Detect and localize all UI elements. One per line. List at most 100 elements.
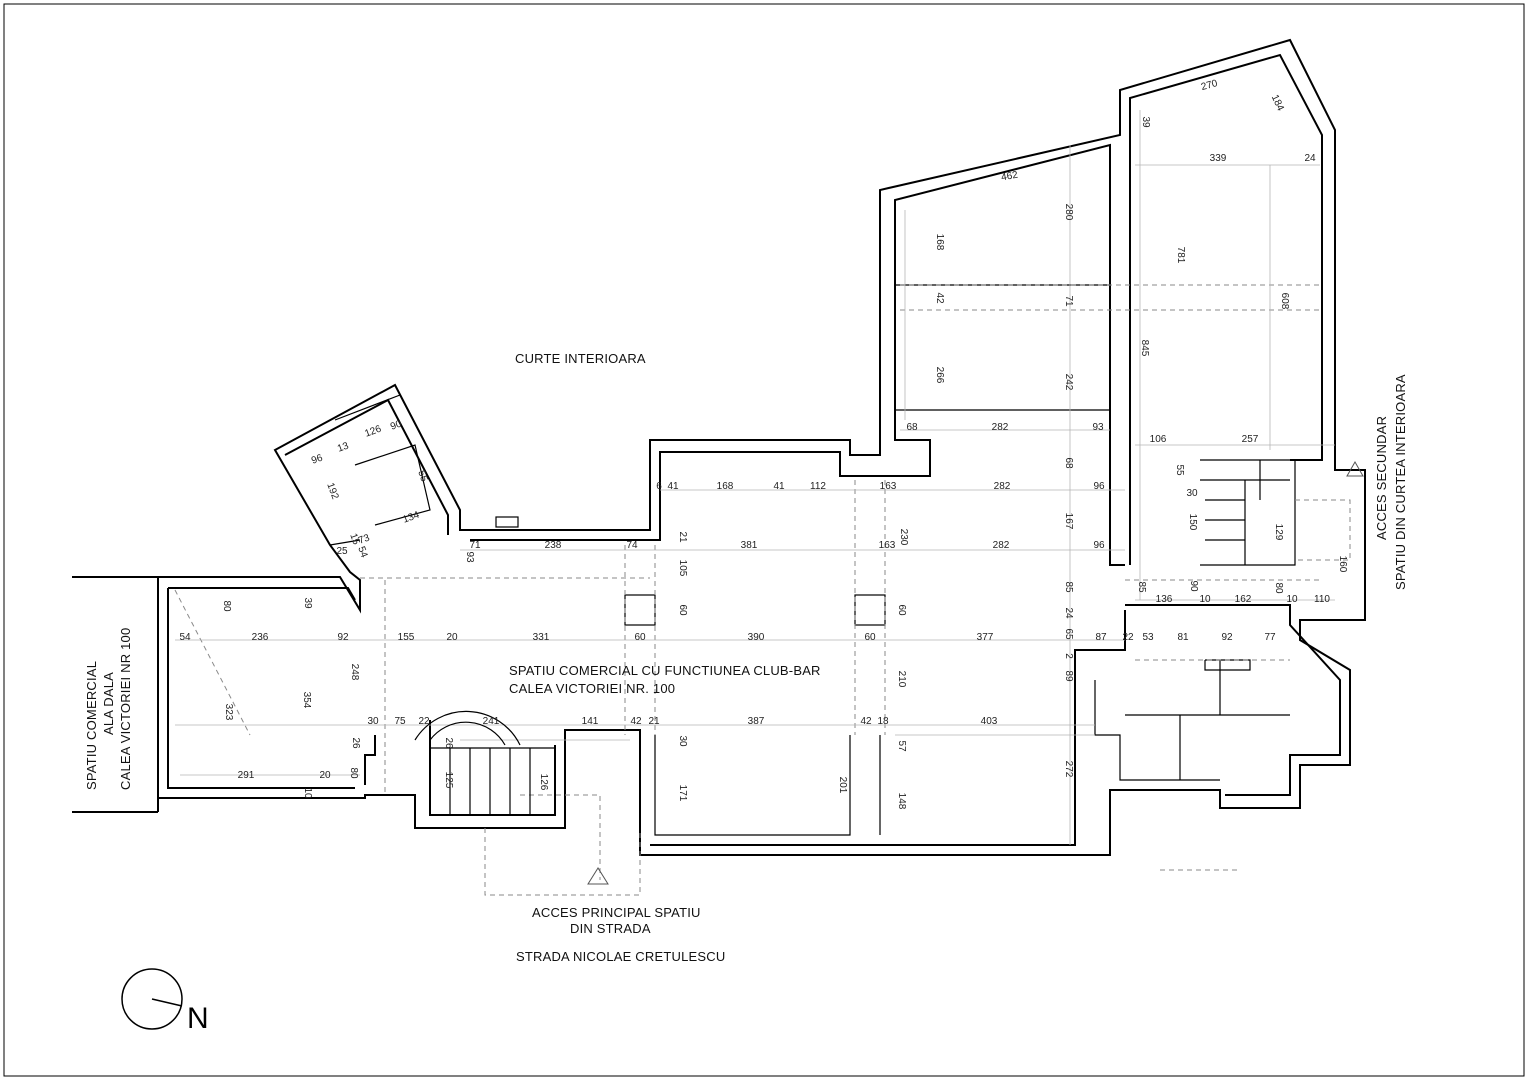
dimension-label: 60 xyxy=(864,632,876,643)
main-space-address-label: CALEA VICTORIEI NR. 100 xyxy=(509,681,675,696)
sheet-frame xyxy=(3,3,1525,1077)
dimension-label: 90 xyxy=(1188,580,1199,592)
dimension-label: 26 xyxy=(350,737,361,749)
dimension-label: 236 xyxy=(252,632,269,643)
dimension-label: 280 xyxy=(1063,204,1074,221)
dimension-label: 85 xyxy=(1063,581,1074,593)
dimension-label: 168 xyxy=(717,481,734,492)
dimension-label: 390 xyxy=(748,632,765,643)
dimension-label: 41 xyxy=(667,481,679,492)
dimension-label: 155 xyxy=(398,632,415,643)
secondary-access-label: ACCES SECUNDAR xyxy=(1374,416,1389,540)
dimension-label: 381 xyxy=(741,540,758,551)
dimension-label: 77 xyxy=(1264,632,1276,643)
dimension-label: 201 xyxy=(837,777,848,794)
dimension-label: 25 xyxy=(336,546,348,557)
dimension-label: 68 xyxy=(1063,457,1074,469)
dimension-label: 168 xyxy=(934,234,945,251)
dimension-label: 148 xyxy=(896,793,907,810)
dimension-label: 126 xyxy=(538,774,549,791)
dimension-label: 30 xyxy=(367,716,379,727)
dimension-label: 163 xyxy=(879,540,896,551)
dimension-label: 24 xyxy=(1304,153,1316,164)
dimension-label: 41 xyxy=(773,481,785,492)
dimension-label: 110 xyxy=(1314,594,1330,605)
dimension-label: 75 xyxy=(394,716,406,727)
dimension-label: 339 xyxy=(1210,153,1227,164)
dimension-label: 126 xyxy=(363,423,383,439)
dimension-label: 141 xyxy=(582,716,599,727)
dimension-label: 105 xyxy=(677,560,688,577)
dimension-label: 462 xyxy=(1000,170,1019,184)
dimension-label: 241 xyxy=(483,716,500,727)
dimension-label: 106 xyxy=(1150,434,1167,445)
dimension-label: 20 xyxy=(319,770,331,781)
dimension-label: 129 xyxy=(1273,524,1284,541)
dimension-label: 845 xyxy=(1139,340,1150,357)
dimension-label: 10 xyxy=(302,787,313,799)
dimension-label: 60 xyxy=(634,632,646,643)
dimension-label: 18 xyxy=(877,716,889,727)
dimension-label: 238 xyxy=(545,540,562,551)
main-access-arrow-icon xyxy=(587,867,609,885)
dimension-label: 22 xyxy=(418,716,430,727)
dimension-label: 377 xyxy=(977,632,994,643)
dimension-label: 136 xyxy=(1156,594,1173,605)
neighbor-space-label: SPATIU COMERCIAL xyxy=(84,661,99,790)
dimension-label: 73 xyxy=(357,532,372,546)
stairs-secondary xyxy=(1200,460,1290,565)
dimension-label: 87 xyxy=(1095,632,1107,643)
secondary-access-arrow-icon xyxy=(1346,460,1364,477)
dimension-lines xyxy=(175,110,1335,845)
dimension-label: 68 xyxy=(906,422,918,433)
dimension-label: 42 xyxy=(630,716,642,727)
dimension-label: 15 xyxy=(347,532,361,547)
dimension-label: 160 xyxy=(1337,556,1348,573)
neighbor-name-label: ALA DALA xyxy=(101,672,116,735)
dimension-label: 55 xyxy=(415,469,429,484)
dimension-label: 167 xyxy=(1063,513,1074,530)
dimension-label: 30 xyxy=(677,735,688,747)
dimension-label: 323 xyxy=(223,704,234,721)
dimension-label: 26 xyxy=(443,737,454,749)
dimension-label: 21 xyxy=(677,531,688,543)
dimension-label: 71 xyxy=(1063,295,1074,307)
dimension-label: 242 xyxy=(1063,374,1074,391)
dimension-label: 10 xyxy=(1286,594,1298,605)
main-access-label: ACCES PRINCIPAL SPATIU xyxy=(532,905,701,920)
dimension-label: 54 xyxy=(355,545,369,560)
dimension-label: 24 xyxy=(1063,607,1074,619)
outer-walls xyxy=(157,38,1366,856)
dimension-label: 53 xyxy=(1142,632,1154,643)
dimension-label: 65 xyxy=(1063,628,1074,640)
dimension-label: 90 xyxy=(389,418,404,432)
courtyard-label: CURTE INTERIOARA xyxy=(515,351,646,366)
dimension-label: 781 xyxy=(1175,247,1186,264)
dimension-label: 22 xyxy=(1122,632,1134,643)
dimension-label: 282 xyxy=(993,540,1010,551)
dimension-label: 93 xyxy=(1092,422,1104,433)
dimension-label: 74 xyxy=(626,540,638,551)
dimension-label: 331 xyxy=(533,632,550,643)
dimension-label: 10 xyxy=(1199,594,1211,605)
dimension-label: 96 xyxy=(1093,540,1105,551)
dimension-label: 125 xyxy=(443,772,454,789)
dimension-label: 230 xyxy=(898,529,909,546)
dimension-label: 81 xyxy=(1177,632,1189,643)
dimension-label: 60 xyxy=(677,604,688,616)
dimension-label: 608 xyxy=(1279,293,1290,310)
dimension-label: 112 xyxy=(810,481,826,492)
street-label: STRADA NICOLAE CRETULESCU xyxy=(516,949,725,964)
dashed-lines xyxy=(174,284,1351,896)
dimension-label: 282 xyxy=(994,481,1011,492)
dimension-label: 13 xyxy=(336,440,351,454)
north-label: N xyxy=(187,1002,209,1035)
dimension-label: 6 xyxy=(656,481,662,492)
dimension-label: 134 xyxy=(401,509,421,525)
dimension-label: 171 xyxy=(677,785,688,802)
dimension-label: 282 xyxy=(992,422,1009,433)
dimension-label: 42 xyxy=(860,716,872,727)
dimension-label: 60 xyxy=(896,604,907,616)
dimension-label: 163 xyxy=(880,481,897,492)
